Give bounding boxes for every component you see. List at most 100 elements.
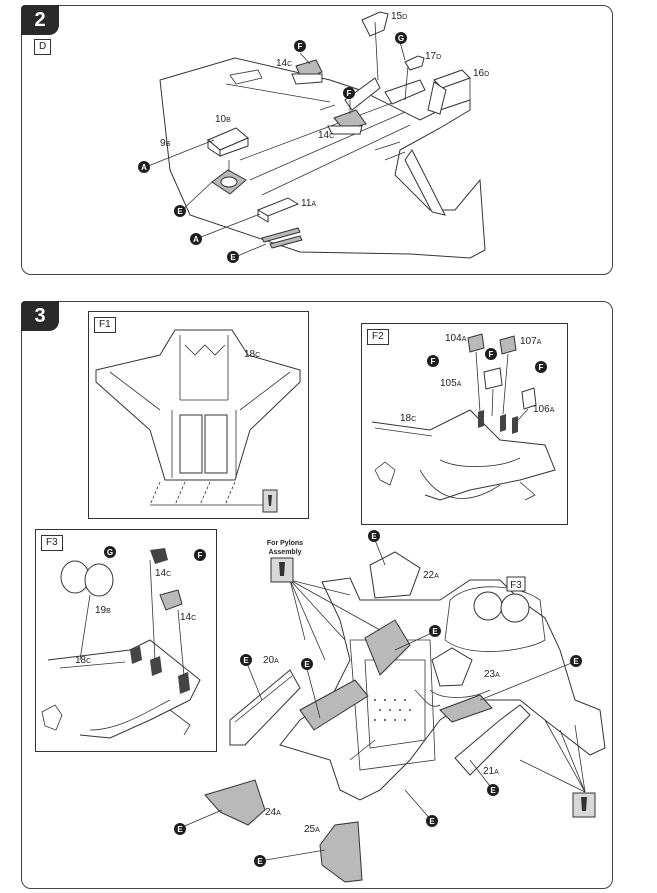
svg-text:A: A — [193, 235, 199, 244]
paint-marker-f2-3: F — [535, 361, 547, 373]
svg-text:E: E — [429, 817, 435, 826]
paint-marker-f2-2: F — [485, 348, 497, 360]
part-label-19b: 19B — [95, 605, 111, 616]
part-label-11a: 11A — [301, 198, 316, 209]
svg-text:11A: 11A — [301, 198, 316, 209]
inset-f2-tag: F2 — [367, 329, 389, 345]
svg-text:107A: 107A — [520, 336, 542, 347]
svg-text:E: E — [230, 253, 236, 262]
svg-text:105A: 105A — [440, 378, 462, 389]
paint-marker-e-2: E — [227, 251, 239, 263]
svg-text:10B: 10B — [215, 114, 231, 125]
part-label-24a: 24A — [265, 807, 281, 818]
part-label-18c-f2: 18C — [400, 413, 416, 424]
svg-text:22A: 22A — [423, 570, 439, 581]
svg-text:20A: 20A — [263, 655, 279, 666]
svg-text:A: A — [141, 163, 147, 172]
part-label-14c-top: 14C — [276, 58, 292, 69]
svg-text:14C: 14C — [318, 130, 334, 141]
svg-text:14C: 14C — [180, 612, 196, 623]
step-2-panel: 2 D — [21, 5, 613, 275]
part-label-10b: 10B — [215, 114, 231, 125]
part-label-15d: 15D — [391, 11, 407, 22]
svg-text:25A: 25A — [304, 824, 320, 835]
svg-text:F: F — [431, 357, 436, 366]
part-label-20a: 20A — [263, 655, 279, 666]
paint-marker-f-1: F — [294, 40, 306, 52]
svg-text:G: G — [398, 34, 404, 43]
part-label-18c-f3: 18C — [75, 655, 91, 666]
part-label-105a: 105A — [440, 378, 462, 389]
paint-marker-f3-g: G — [104, 546, 116, 558]
paint-marker-e-7: E — [174, 823, 186, 835]
svg-text:E: E — [573, 657, 579, 666]
svg-text:E: E — [257, 857, 263, 866]
part-label-14c-f3-mid: 14C — [180, 612, 196, 623]
svg-text:F: F — [347, 89, 352, 98]
svg-text:18C: 18C — [244, 349, 260, 360]
part-label-22a: 22A — [423, 570, 439, 581]
paint-marker-e-2: E — [429, 625, 441, 637]
part-label-14c-f3-top: 14C — [155, 568, 171, 579]
part-label-107a: 107A — [520, 336, 542, 347]
svg-text:16D: 16D — [473, 68, 489, 79]
paint-marker-e-3: E — [570, 655, 582, 667]
paint-marker-f3-f: F — [194, 549, 206, 561]
svg-text:F: F — [489, 350, 494, 359]
svg-text:E: E — [490, 786, 496, 795]
inset-f1-tag: F1 — [94, 317, 116, 333]
svg-text:19B: 19B — [95, 605, 111, 616]
part-label-104a: 104A — [445, 333, 467, 344]
inset-f3-tag: F3 — [41, 535, 63, 551]
svg-text:17D: 17D — [425, 51, 441, 62]
part-label-23a: 23A — [484, 669, 500, 680]
svg-text:9B: 9B — [160, 138, 171, 149]
part-label-9b: 9B — [160, 138, 171, 149]
svg-text:G: G — [107, 548, 113, 557]
part-label-106a: 106A — [533, 404, 555, 415]
paint-marker-e-6: E — [487, 784, 499, 796]
paint-marker-e-1: E — [368, 530, 380, 542]
f3-callout-tag: F3 — [510, 580, 522, 591]
svg-text:E: E — [177, 207, 183, 216]
paint-marker-e-8: E — [426, 815, 438, 827]
pylons-note-line2: Assembly — [268, 549, 301, 556]
paint-marker-f-2: F — [343, 87, 355, 99]
svg-text:23A: 23A — [484, 669, 500, 680]
step-2-number: 2 — [21, 5, 59, 35]
pylons-note-line1: For Pylons — [267, 540, 303, 547]
part-label-16d: 16D — [473, 68, 489, 79]
svg-text:E: E — [177, 825, 183, 834]
svg-text:E: E — [243, 656, 249, 665]
paint-marker-a-2: A — [190, 233, 202, 245]
paint-marker-f2-1: F — [427, 355, 439, 367]
svg-text:106A: 106A — [533, 404, 555, 415]
svg-text:21A: 21A — [483, 766, 499, 777]
svg-text:E: E — [371, 532, 377, 541]
svg-text:F: F — [198, 551, 203, 560]
svg-text:14C: 14C — [155, 568, 171, 579]
svg-text:14C: 14C — [276, 58, 292, 69]
svg-text:24A: 24A — [265, 807, 281, 818]
paint-marker-e-9: E — [254, 855, 266, 867]
part-label-17d: 17D — [425, 51, 441, 62]
paint-marker-a-1: A — [138, 161, 150, 173]
paint-marker-e-1: E — [174, 205, 186, 217]
paint-marker-e-4: E — [240, 654, 252, 666]
step-3-number: 3 — [21, 301, 59, 331]
paint-marker-g: G — [395, 32, 407, 44]
svg-text:F: F — [298, 42, 303, 51]
part-label-25a: 25A — [304, 824, 320, 835]
f3-callout-box — [506, 576, 526, 592]
part-label-14c-lower: 14C — [318, 130, 334, 141]
view-tag-d: D — [34, 39, 52, 55]
svg-text:F: F — [539, 363, 544, 372]
svg-text:E: E — [304, 660, 310, 669]
svg-text:104A: 104A — [445, 333, 467, 344]
part-label-18c-f1: 18C — [244, 349, 260, 360]
svg-text:15D: 15D — [391, 11, 407, 22]
